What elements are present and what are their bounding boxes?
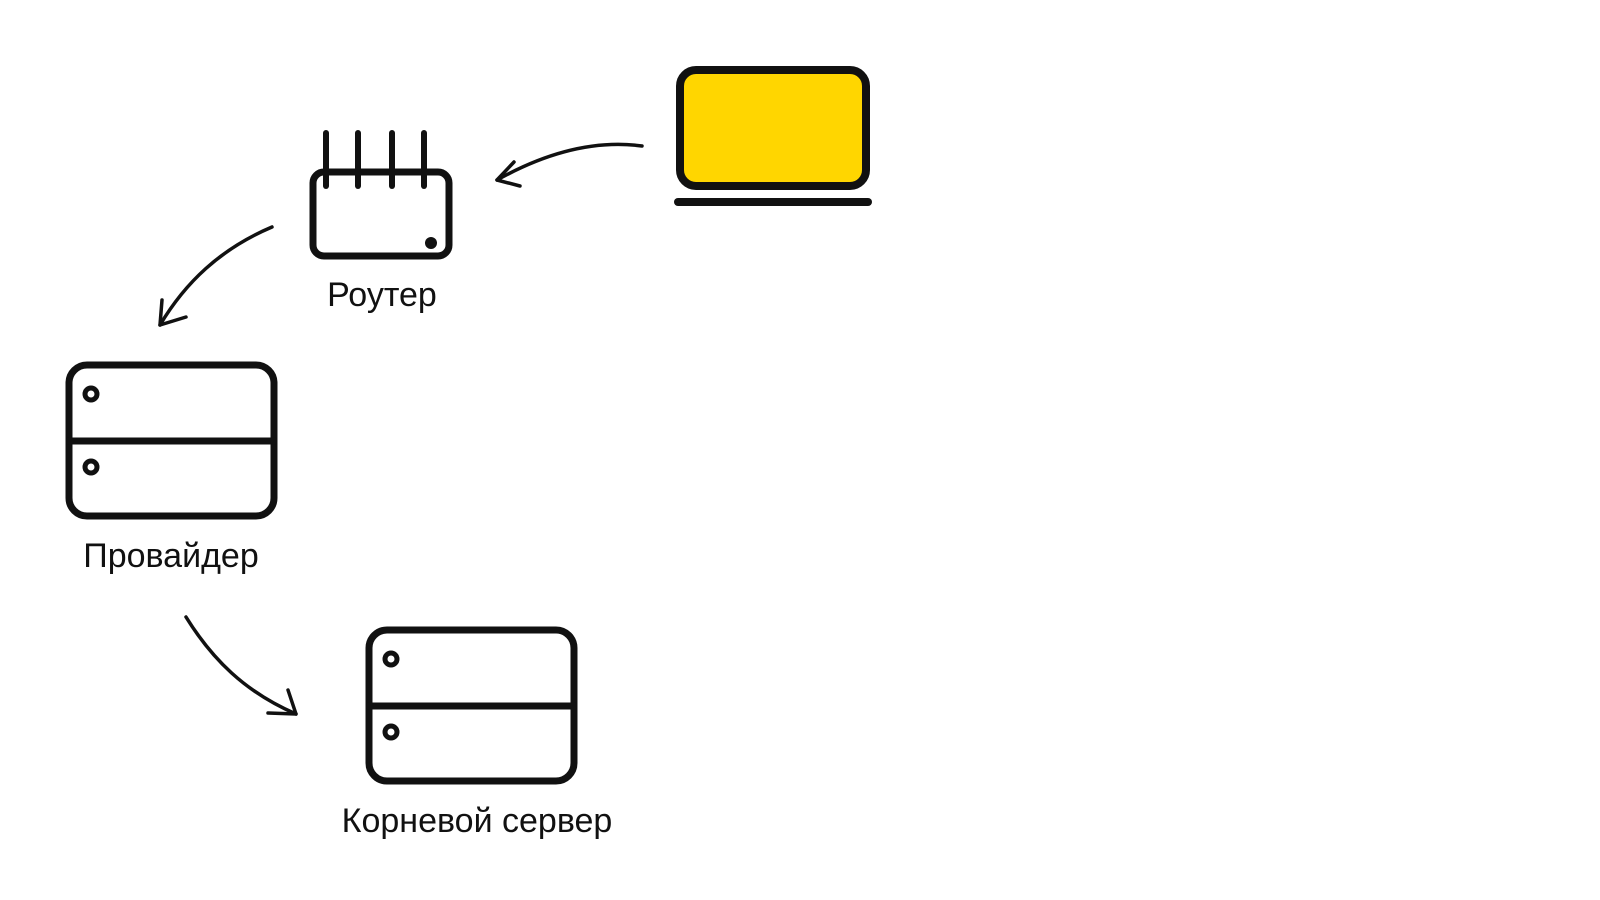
arrow-router-to-provider (158, 225, 274, 327)
arrow-line (184, 615, 298, 716)
arrow-line (158, 225, 274, 327)
router-body (309, 168, 453, 260)
server-led (82, 385, 100, 403)
arrow-provider-to-root-server (184, 615, 298, 716)
laptop-screen (676, 66, 870, 190)
router-led (425, 237, 437, 249)
arrow-laptop-to-router (495, 142, 644, 188)
server-led (382, 723, 400, 741)
server-icon (65, 361, 278, 520)
arrow-line (495, 142, 644, 182)
root-server-label: Корневой сервер (342, 802, 613, 840)
provider-label: Провайдер (83, 537, 259, 575)
server-led (382, 650, 400, 668)
arrowhead (266, 688, 298, 716)
arrowhead (158, 298, 188, 327)
arrowhead (495, 160, 522, 188)
router-icon (309, 130, 453, 260)
router-label: Роутер (327, 276, 437, 314)
laptop-icon (674, 66, 872, 206)
server-icon (365, 626, 578, 785)
server-led (82, 458, 100, 476)
